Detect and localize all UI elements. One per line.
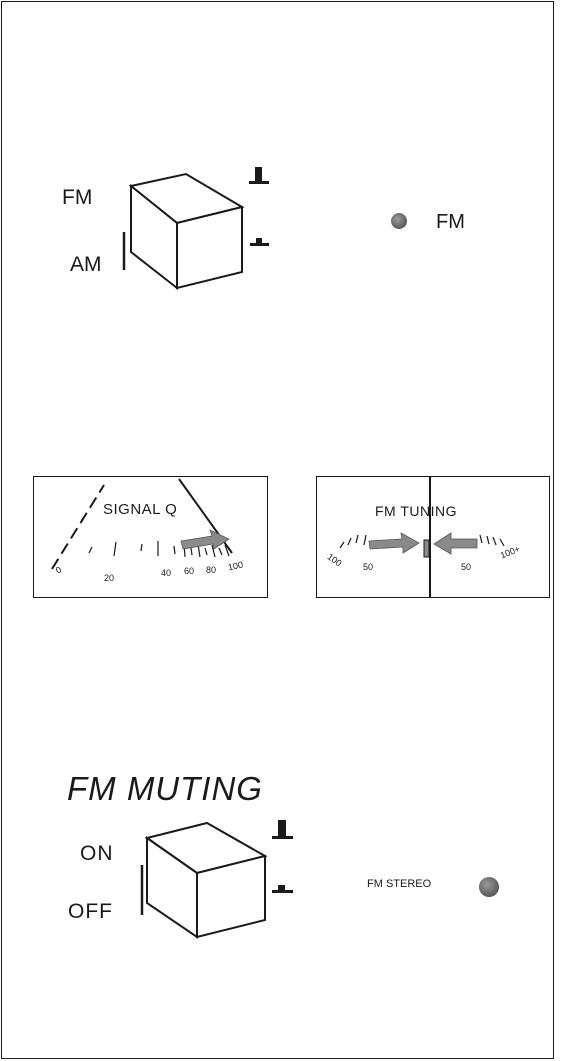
fm-stereo-lamp [479,877,499,897]
muting-on-label: ON [80,842,114,866]
fm-stereo-label: FM STEREO [367,878,431,890]
muting-off-label: OFF [68,900,113,924]
